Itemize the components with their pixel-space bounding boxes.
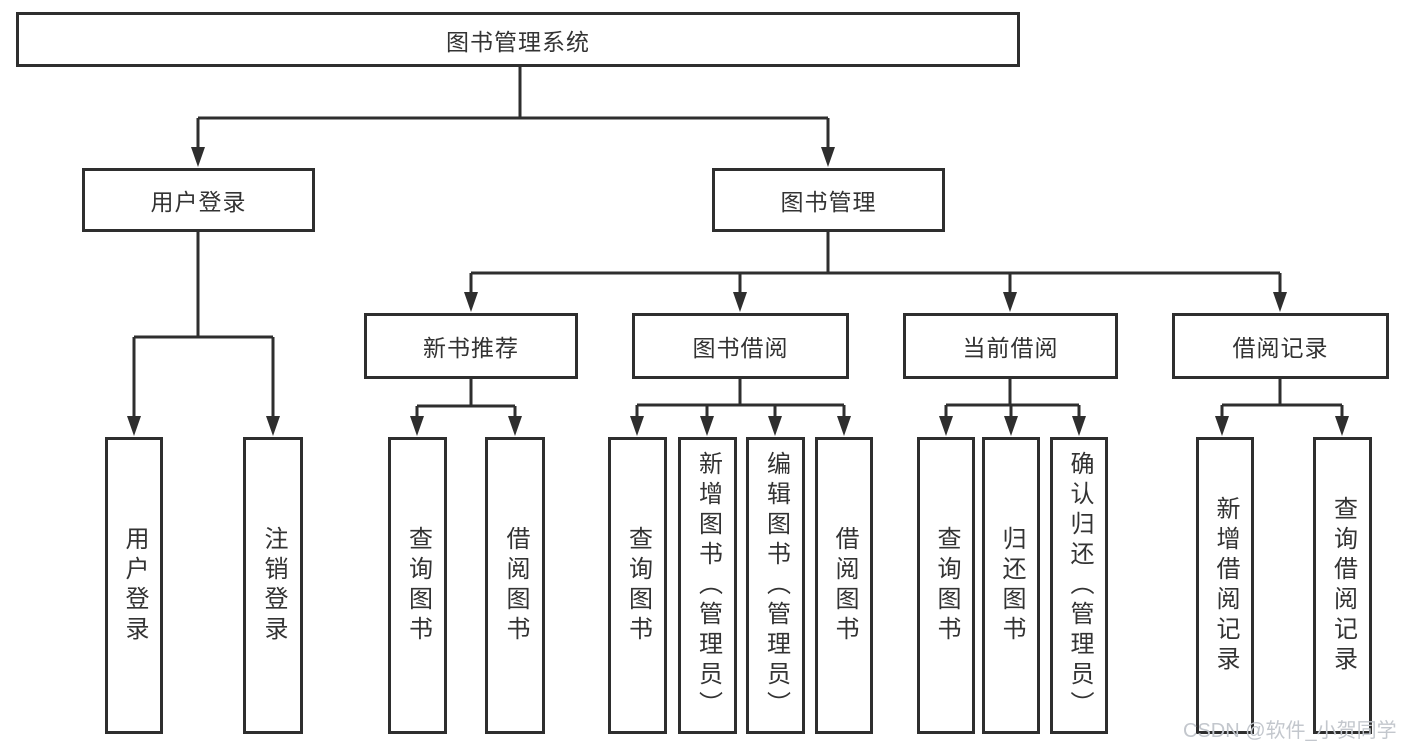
leaf-current-return-books: 归还图书 <box>982 437 1040 734</box>
node-book-borrow-label: 图书借阅 <box>692 335 789 361</box>
leaf-records-add-record-label: 新增借阅记录 <box>1212 495 1239 676</box>
node-new-book-recommend-label: 新书推荐 <box>423 335 519 361</box>
leaf-records-query-record-label: 查询借阅记录 <box>1329 495 1357 676</box>
node-book-management: 图书管理 <box>712 168 945 232</box>
node-borrow-records: 借阅记录 <box>1172 313 1389 379</box>
node-current-borrow-label: 当前借阅 <box>962 335 1059 361</box>
node-new-book-recommend: 新书推荐 <box>364 313 578 379</box>
leaf-logout: 注销登录 <box>243 437 303 734</box>
leaf-borrow-add-books-admin-label: 新增图书（管理员） <box>694 450 722 721</box>
leaf-newbooks-query-books-label: 查询图书 <box>404 525 432 646</box>
leaf-current-query-books: 查询图书 <box>917 437 975 734</box>
node-root: 图书管理系统 <box>16 12 1020 67</box>
leaf-user-login: 用户登录 <box>105 437 163 734</box>
leaf-current-return-books-label: 归还图书 <box>998 525 1025 646</box>
leaf-borrow-edit-books-admin: 编辑图书（管理员） <box>746 437 805 734</box>
leaf-newbooks-borrow-books-label: 借阅图书 <box>502 525 529 646</box>
leaf-current-confirm-return-admin-label: 确认归还（管理员） <box>1066 450 1093 721</box>
node-user-login: 用户登录 <box>82 168 315 232</box>
node-root-label: 图书管理系统 <box>446 28 590 55</box>
leaf-borrow-query-books: 查询图书 <box>608 437 667 734</box>
node-book-management-label: 图书管理 <box>780 189 877 215</box>
node-current-borrow: 当前借阅 <box>903 313 1118 379</box>
csdn-watermark: CSDN @软件_小贺同学 <box>1183 720 1397 742</box>
leaf-borrow-add-books-admin: 新增图书（管理员） <box>678 437 737 734</box>
leaf-logout-label: 注销登录 <box>260 525 287 646</box>
leaf-records-query-record: 查询借阅记录 <box>1313 437 1372 734</box>
leaf-newbooks-borrow-books: 借阅图书 <box>485 437 545 734</box>
node-book-borrow: 图书借阅 <box>632 313 849 379</box>
leaf-current-query-books-label: 查询图书 <box>933 525 960 646</box>
node-borrow-records-label: 借阅记录 <box>1232 335 1329 361</box>
leaf-borrow-query-books-label: 查询图书 <box>624 525 652 646</box>
leaf-borrow-edit-books-admin-label: 编辑图书（管理员） <box>762 450 790 721</box>
leaf-borrow-borrow-books: 借阅图书 <box>815 437 873 734</box>
leaf-newbooks-query-books: 查询图书 <box>388 437 447 734</box>
leaf-borrow-borrow-books-label: 借阅图书 <box>831 525 858 646</box>
node-user-login-label: 用户登录 <box>150 189 247 215</box>
leaf-current-confirm-return-admin: 确认归还（管理员） <box>1050 437 1108 734</box>
leaf-records-add-record: 新增借阅记录 <box>1196 437 1254 734</box>
leaf-user-login-label: 用户登录 <box>121 525 148 646</box>
